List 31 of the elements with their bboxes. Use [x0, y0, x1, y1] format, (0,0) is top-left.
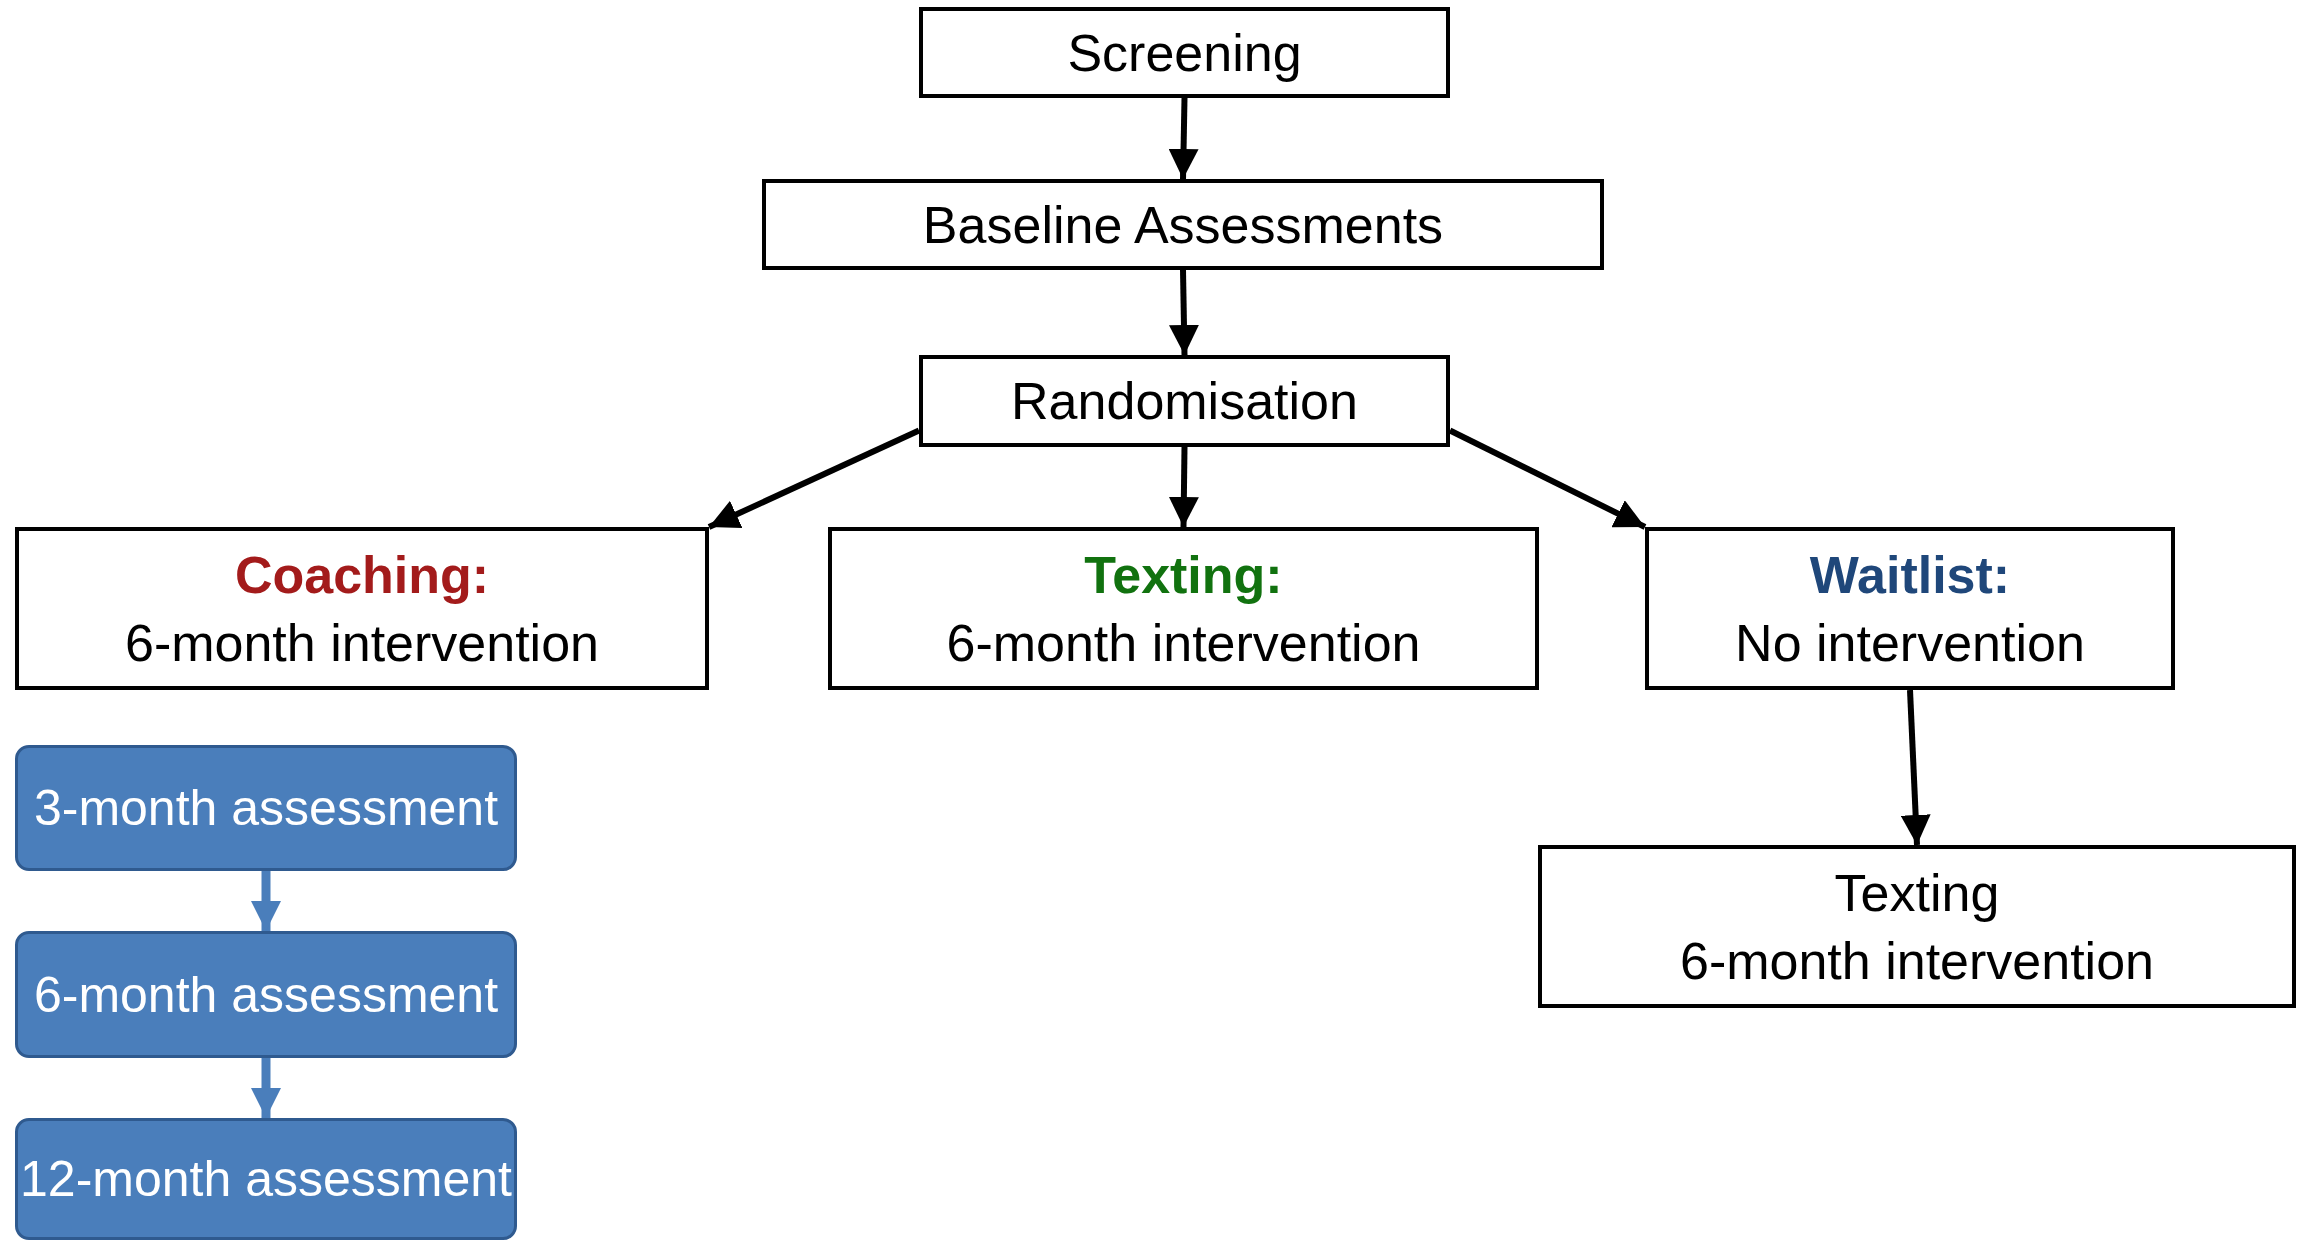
arrow: [1168, 269, 1199, 356]
arrow: [251, 1058, 281, 1118]
process-box: [762, 179, 1604, 270]
group-heading: Coaching:: [234, 544, 490, 606]
arrow: [1168, 97, 1199, 180]
assessment-box: [15, 1118, 517, 1240]
assessment-box: [15, 931, 517, 1058]
process-box: [1538, 845, 2296, 1008]
box-text: 6-month intervention: [1679, 930, 2154, 992]
box-text: 12-month assessment: [20, 1150, 512, 1208]
box-text: Randomisation: [1011, 371, 1358, 432]
box-text: Screening: [1067, 22, 1302, 84]
group-heading: Waitlist:: [1809, 544, 2011, 606]
arrow: [251, 871, 281, 931]
process-box: [828, 527, 1539, 690]
box-text: No intervention: [1735, 612, 2085, 674]
box-text: 3-month assessment: [33, 779, 499, 837]
arrow: [707, 427, 921, 530]
assessment-box: [15, 745, 517, 871]
box-text: 6-month intervention: [946, 612, 1421, 674]
process-box: [15, 527, 709, 690]
box-text: Baseline Assessments: [922, 194, 1444, 256]
box-text: 6-month assessment: [33, 965, 499, 1024]
process-box: [919, 7, 1450, 98]
group-heading: Texting:: [1084, 544, 1283, 606]
arrow: [1900, 689, 1931, 846]
process-box: [1645, 527, 2175, 690]
arrow: [1168, 446, 1199, 528]
box-text: 6-month intervention: [124, 612, 599, 674]
process-box: [919, 355, 1450, 447]
box-text: Texting: [1834, 862, 2000, 924]
